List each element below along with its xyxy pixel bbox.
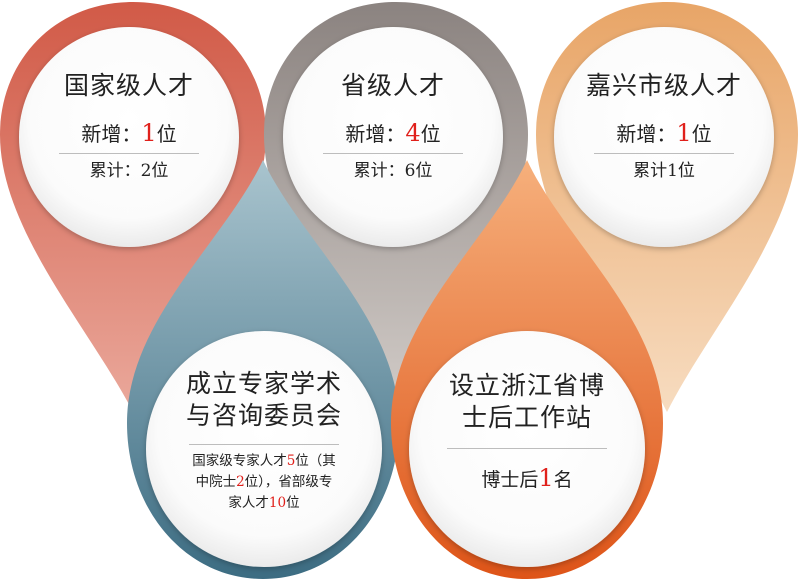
desc-text: 国家级专家人才 — [192, 453, 287, 469]
card-national-new: 新增：1位 — [29, 120, 229, 147]
card-committee-title-2: 与咨询委员会 — [185, 401, 342, 430]
desc-text: 家人才 — [228, 495, 269, 511]
circle-provincial — [283, 27, 503, 247]
card-jiaxing-new: 新增：1位 — [564, 120, 764, 147]
card-committee: 成立专家学术 与咨询委员会 国家级专家人才5位（其 中院士2位），省部级专 家人… — [164, 368, 364, 514]
desc-text: 位），省部级专 — [244, 474, 333, 490]
card-postdoc: 设立浙江省博 士后工作站 博士后1名 — [427, 370, 627, 493]
card-national-total: 累计：2位 — [89, 161, 169, 181]
desc-text: 中院士 — [195, 474, 237, 490]
desc-text: 位 — [286, 495, 300, 511]
new-label: 新增： — [81, 122, 142, 146]
divider — [447, 448, 607, 449]
card-provincial-total: 累计：6位 — [353, 161, 433, 181]
desc-number: 5 — [286, 453, 296, 469]
card-jiaxing-title: 嘉兴市级人才 — [585, 71, 742, 100]
new-unit: 位 — [156, 122, 177, 146]
desc-text: 博士后 — [481, 469, 539, 491]
card-committee-desc-2: 中院士2位），省部级专 — [164, 472, 364, 493]
circle-committee — [146, 331, 382, 567]
card-provincial: 省级人才 新增：4位 累计：6位 — [293, 70, 493, 182]
card-postdoc-title-1: 设立浙江省博 — [448, 371, 605, 400]
desc-number: 1 — [538, 464, 554, 492]
new-unit: 位 — [691, 122, 712, 146]
card-committee-title-1: 成立专家学术 — [185, 369, 342, 398]
card-jiaxing-total: 累计1位 — [633, 161, 695, 181]
card-national-title: 国家级人才 — [63, 71, 194, 100]
card-postdoc-title-2: 士后工作站 — [461, 403, 592, 432]
new-number: 1 — [141, 119, 157, 147]
card-postdoc-desc: 博士后1名 — [427, 465, 627, 493]
card-committee-desc-3: 家人才10位 — [164, 493, 364, 514]
card-committee-desc-1: 国家级专家人才5位（其 — [164, 451, 364, 472]
circle-postdoc — [409, 331, 645, 567]
new-number: 4 — [405, 119, 421, 147]
new-label: 新增： — [616, 122, 677, 146]
card-provincial-new: 新增：4位 — [293, 120, 493, 147]
divider — [323, 153, 463, 154]
new-unit: 位 — [420, 122, 441, 146]
card-jiaxing: 嘉兴市级人才 新增：1位 累计1位 — [564, 70, 764, 182]
card-provincial-title: 省级人才 — [340, 71, 445, 100]
divider — [59, 153, 199, 154]
circle-jiaxing — [554, 27, 774, 247]
desc-number: 10 — [268, 495, 287, 511]
divider — [189, 444, 339, 445]
divider — [594, 153, 734, 154]
circle-national — [19, 27, 239, 247]
new-label: 新增： — [345, 122, 406, 146]
new-number: 1 — [676, 119, 692, 147]
desc-text: 名 — [553, 469, 573, 491]
desc-number: 2 — [236, 474, 245, 490]
card-national: 国家级人才 新增：1位 累计：2位 — [29, 70, 229, 182]
desc-text: 位（其 — [295, 453, 336, 469]
